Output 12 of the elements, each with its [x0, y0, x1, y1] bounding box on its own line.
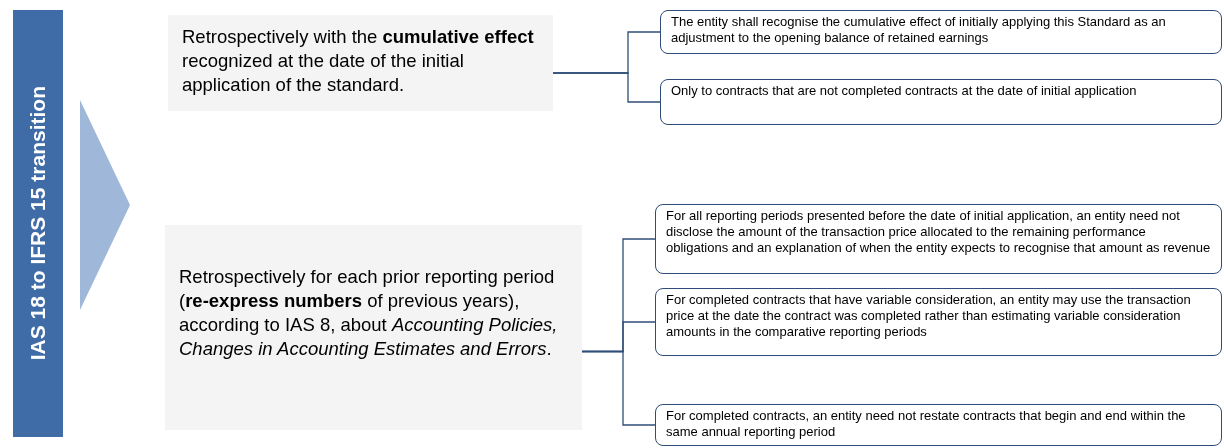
note-box: The entity shall recognise the cumulative effect of initially applying this Standard as an adjustment to the opening balance of retained earnings [660, 10, 1222, 54]
connector-line [552, 72, 661, 103]
chevron-shape [80, 100, 130, 310]
title-banner [13, 10, 63, 437]
note-box: For all reporting periods presented before the date of initial application, an entity need not disclose the amount of the transaction price allocated to the remaining performance obligations and an explanation of when the entity expects to recognise that amount as revenue [655, 204, 1222, 274]
note-box: For completed contracts that have variable consideration, an entity may use the transaction price at the date the contract was completed rather than estimating variable consideration amounts in the comparative reporting periods [655, 288, 1222, 356]
note-box: Only to contracts that are not completed contracts at the date of initial application [660, 79, 1222, 125]
note-box: For completed contracts, an entity need not restate contracts that begin and end within the same annual reporting period [655, 404, 1222, 446]
option-text: Retrospectively with the cumulative effect recognized at the date of the initial application of the standard. [168, 15, 553, 111]
connector-line [581, 350, 656, 426]
banner-title: IAS 18 to IFRS 15 transition [26, 86, 50, 361]
option-text: Retrospectively for each prior reporting period (re-express numbers of previous years), according to IAS 8, about Accounting Policies, Changes in Accounting Estimates and Errors. [165, 225, 582, 430]
